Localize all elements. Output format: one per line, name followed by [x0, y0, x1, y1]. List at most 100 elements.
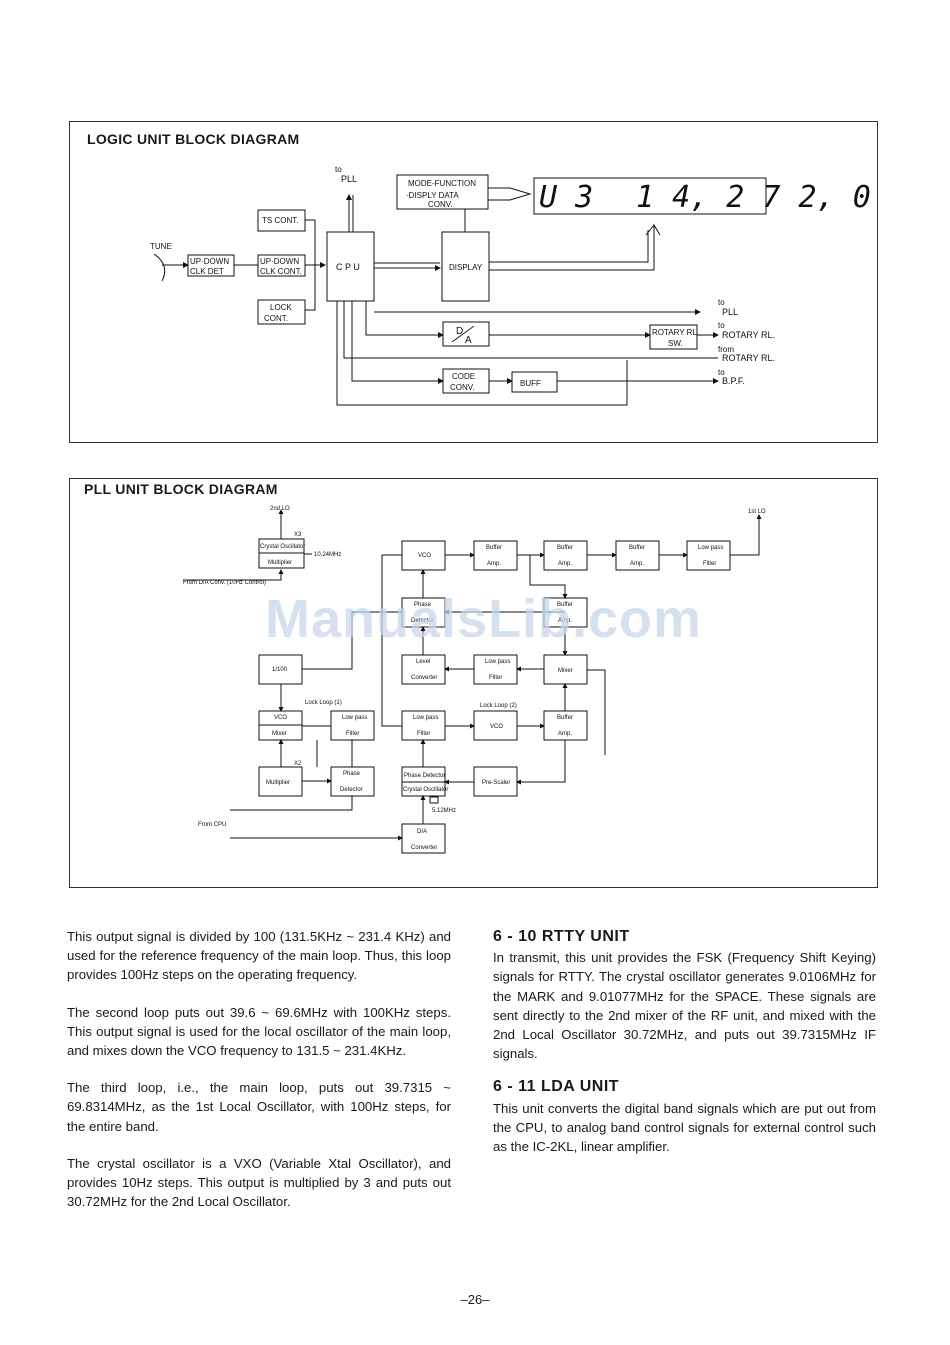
to-rotary-2: ROTARY RL.: [722, 330, 775, 340]
logic-diagram-frame: [69, 121, 878, 443]
updown-det-line2: CLK DET: [190, 267, 224, 276]
logic-diagram-title: LOGIC UNIT BLOCK DIAGRAM: [87, 131, 300, 147]
cpu-label: C P U: [336, 262, 360, 272]
lda-section-body: This unit converts the digital band sign…: [493, 1100, 876, 1155]
lo2-label: 2nd LO: [270, 506, 290, 512]
da-bottom: A: [465, 335, 472, 346]
left-paragraph-2: The second loop puts out 39.6 ~ 69.6MHz …: [67, 1004, 451, 1059]
to-rotary-1: to: [718, 321, 725, 330]
lowpass-main-label: Low pass: [485, 659, 510, 665]
rtty-section-body: In transmit, this unit provides the FSK …: [493, 950, 876, 1062]
left-paragraph-3: The third loop, i.e., the main loop, put…: [67, 1080, 451, 1134]
pll-diagram: 2nd LO 1st LO X3 Crystal Oscillator Mult…: [183, 506, 766, 854]
amp5-label: Amp.: [558, 731, 572, 737]
amp1-label: Amp.: [487, 561, 501, 567]
x3-label: X3: [294, 532, 302, 538]
to-bpf-1: to: [718, 368, 725, 377]
rotary-sw-line2: SW.: [668, 339, 683, 348]
lowpass-out-label: Low pass: [698, 545, 723, 551]
x2-label: X2: [294, 761, 302, 767]
watermark: ManualsLib.com: [265, 589, 703, 649]
converter-da-label: Converter: [411, 845, 437, 851]
vco1-label: VCO: [274, 715, 287, 721]
da-label: D/A: [417, 829, 427, 835]
amp2-label: Amp.: [558, 561, 572, 567]
mode-function-line3: CONV.: [428, 200, 453, 209]
phase-main-label: Phase: [414, 602, 432, 608]
rotary-sw-line1: ROTARY RL: [652, 328, 697, 337]
readout-digits-left: U 3: [539, 180, 593, 215]
lda-section-title: 6 - 11 LDA UNIT: [493, 1078, 620, 1096]
filter-out-label: Filter: [703, 561, 716, 567]
to-pll-top-1: to: [335, 165, 342, 174]
display-label: DISPLAY: [449, 263, 483, 272]
readout-box: [533, 177, 767, 215]
buffer1-label: Buffer: [486, 545, 502, 551]
level-label: Level: [416, 659, 430, 665]
mode-function-line2: ·DISPLY DATA: [406, 191, 459, 200]
from-rotary-1: from: [718, 345, 734, 354]
to-bpf-2: B.P.F.: [722, 376, 745, 386]
code-conv-line1: CODE: [452, 372, 475, 381]
lock-cont-line2: CONT.: [264, 314, 288, 323]
buffer2-label: Buffer: [557, 545, 573, 551]
filter-main-label: Filter: [489, 675, 502, 681]
to-pll-right-1: to: [718, 298, 725, 307]
logic-diagram: TUNE UP·DOWN CLK DET UP·DOWN CLK CONT. T…: [150, 165, 871, 406]
rtty-section-title: 6 - 10 RTTY UNIT: [493, 928, 630, 945]
buff-label: BUFF: [520, 379, 541, 388]
from-cpu-label: From CPU: [198, 822, 226, 828]
lock-loop2-label: Lock Loop (2): [480, 703, 517, 709]
tune-label: TUNE: [150, 242, 172, 251]
lowpass2-label: Low pass: [413, 715, 438, 721]
vco-main-label: VCO: [418, 553, 431, 559]
phase1-label: Phase: [343, 771, 361, 777]
lowpass1-label: Low pass: [342, 715, 367, 721]
amp4-label: Amp.: [558, 618, 572, 624]
readout-digits-right: 1 4, 2 7 2, 0: [636, 180, 871, 215]
phase-detector-label: Phase Detector: [404, 773, 445, 779]
to-pll-right-2: PLL: [722, 307, 738, 317]
to-pll-top-2: PLL: [341, 174, 357, 184]
from-da-label: From D/A Conv. (10Hz Control): [183, 580, 266, 586]
updown-det-line1: UP·DOWN: [190, 257, 229, 266]
vco2-label: VCO: [490, 724, 503, 730]
converter-label: Converter: [411, 675, 437, 681]
page-number: –26–: [460, 1292, 490, 1307]
left-paragraph-4: The crystal oscillator is a VXO (Variabl…: [67, 1155, 451, 1210]
da-top: D: [456, 326, 463, 337]
from-rotary-2: ROTARY RL.: [722, 353, 775, 363]
buffer5-label: Buffer: [557, 715, 573, 721]
right-column: 6 - 10 RTTY UNIT In transmit, this unit …: [493, 927, 876, 1170]
freq-512-label: 5.12MHz: [432, 808, 456, 814]
lock-cont-box: [257, 299, 306, 325]
mode-function-box: [396, 174, 489, 210]
pll-diagram-title: PLL UNIT BLOCK DIAGRAM: [84, 481, 278, 497]
ts-cont-label: TS CONT.: [262, 216, 298, 225]
lo1-label: 1st LO: [748, 509, 766, 515]
cpu-box: [326, 231, 375, 302]
code-conv-line2: CONV.: [450, 383, 475, 392]
left-column: This output signal is divided by 100 (13…: [67, 927, 451, 1229]
multiplier-label: Multiplier: [266, 780, 290, 786]
mixer1-label: Mixer: [272, 731, 287, 737]
crystal-osc-label: Crystal Oscillator: [260, 544, 305, 550]
detector-main-label: Detector: [411, 618, 434, 624]
amp3-label: Amp.: [630, 561, 644, 567]
lock-loop1-label: Lock Loop (1): [305, 700, 342, 706]
lock-cont-line1: LOCK: [270, 303, 292, 312]
updown-cont-line2: CLK CONT.: [260, 267, 302, 276]
crystal-osc2-label: Crystal Oscillator: [403, 787, 448, 793]
div100-label: 1/100: [272, 667, 288, 673]
pll-diagram-frame: [69, 478, 878, 888]
detector1-label: Detector: [340, 787, 363, 793]
buffer3-label: Buffer: [629, 545, 645, 551]
mode-function-line1: MODE-FUNCTION: [408, 179, 476, 188]
left-paragraph-1: This output signal is divided by 100 (13…: [67, 929, 451, 983]
multiplier-top-label: Multiplier: [268, 560, 292, 566]
filter2-label: Filter: [417, 731, 430, 737]
buffer4-label: Buffer: [557, 602, 573, 608]
mixer-main-label: Mixer: [558, 668, 573, 674]
freq-1024-label: 10.24MHz: [314, 552, 341, 558]
updown-cont-line1: UP·DOWN: [260, 257, 299, 266]
